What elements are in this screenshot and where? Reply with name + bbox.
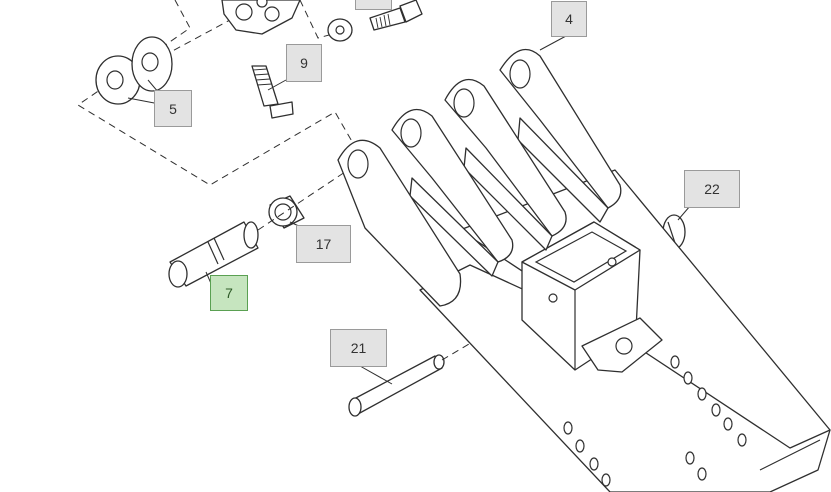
callout-17[interactable]: 17 <box>296 225 351 263</box>
callout-partial-top[interactable] <box>355 0 392 10</box>
pin-part <box>168 221 259 288</box>
upper-fitting-part <box>221 0 301 35</box>
main-frame-part <box>419 169 831 492</box>
lug-plate-3 <box>444 78 567 251</box>
lug-plate-2 <box>391 108 514 277</box>
bushing-part <box>268 195 305 229</box>
callout-9[interactable]: 9 <box>286 44 322 82</box>
bolt-part <box>251 65 294 119</box>
upper-dashed-outline <box>299 0 341 39</box>
top-washer-part <box>327 18 353 42</box>
callout-5[interactable]: 5 <box>154 90 192 127</box>
callout-22[interactable]: 22 <box>684 170 740 208</box>
top-bolt-part <box>369 0 423 31</box>
callout-4[interactable]: 4 <box>551 1 587 37</box>
washer-pair-part <box>95 36 173 105</box>
callout-21[interactable]: 21 <box>330 329 387 367</box>
lug-plate-1 <box>337 139 462 307</box>
assembly-dashed-outline <box>77 0 381 191</box>
callout-7[interactable]: 7 <box>210 275 248 311</box>
pin-axis-line <box>257 171 346 231</box>
lug-plate-4 <box>499 48 622 223</box>
long-pin-part <box>348 354 445 417</box>
